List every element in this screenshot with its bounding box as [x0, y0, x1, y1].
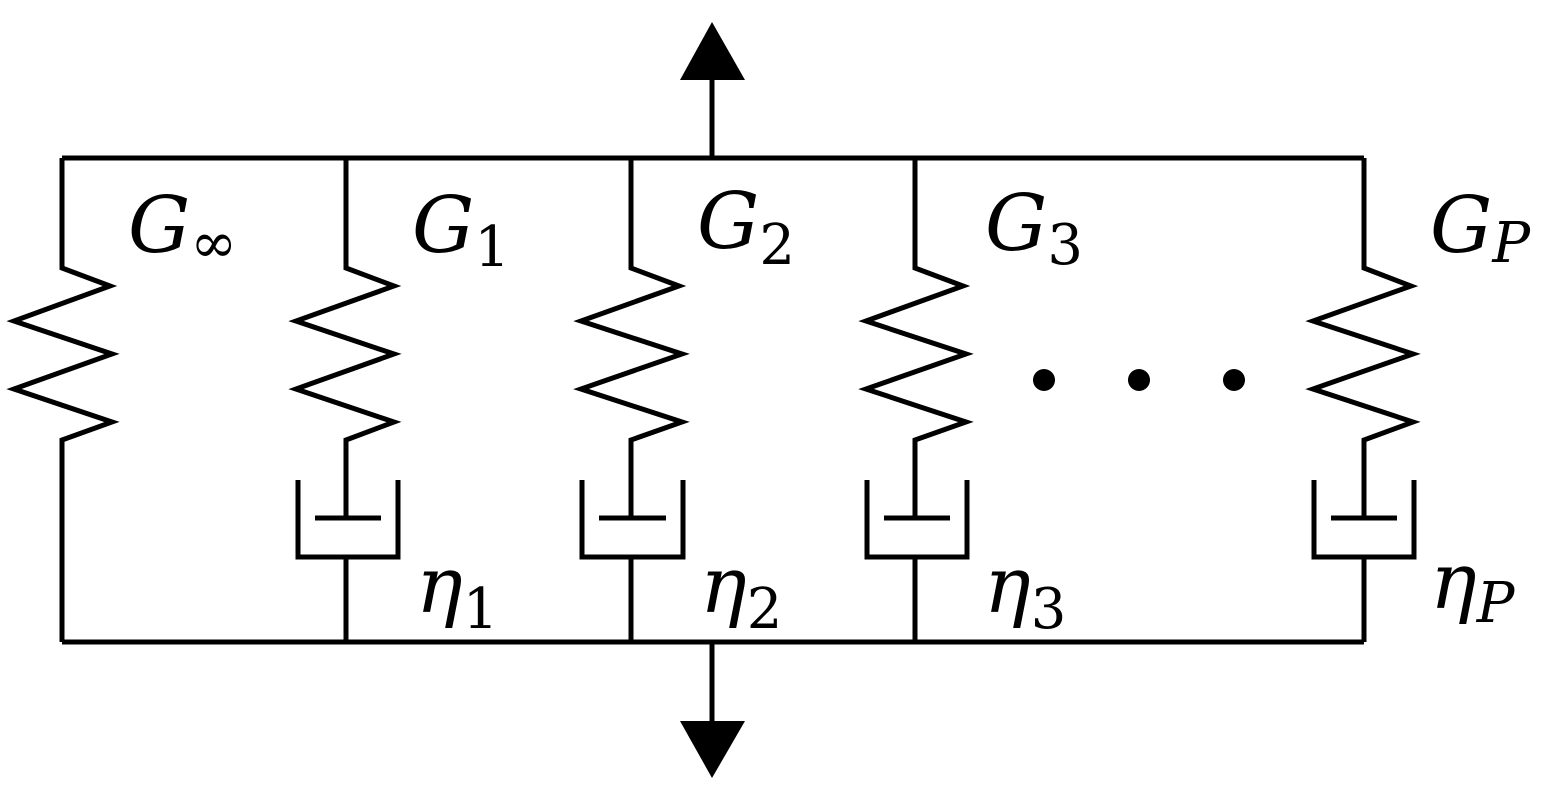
load-arrow-down	[680, 642, 745, 778]
label-g-p: GP	[1430, 181, 1531, 276]
ellipsis-dot	[1223, 369, 1245, 391]
label-eta-2: η2	[700, 541, 782, 642]
arrow-up-icon	[680, 22, 745, 80]
spring-1	[288, 158, 402, 518]
label-eta-3: η3	[984, 541, 1066, 642]
branch-maxwell-3: G3 η3	[858, 158, 1083, 642]
ellipsis-dot	[1033, 369, 1055, 391]
ellipsis-dot	[1128, 369, 1150, 391]
label-g-infinity: G∞	[128, 181, 237, 276]
ellipsis-dots	[1033, 369, 1245, 391]
branch-maxwell-p: GP ηP	[1305, 158, 1531, 642]
branch-maxwell-2: G2 η2	[573, 158, 795, 642]
label-g-3: G3	[985, 179, 1083, 278]
label-eta-p: ηP	[1430, 537, 1516, 636]
label-g-2: G2	[697, 177, 795, 278]
branch-maxwell-1: G1 η1	[288, 158, 510, 642]
spring-3	[858, 158, 974, 518]
spring-equilibrium	[6, 158, 120, 642]
branch-equilibrium: G∞	[6, 158, 237, 642]
spring-p	[1305, 158, 1421, 518]
load-arrow-up	[680, 22, 745, 158]
arrow-down-icon	[680, 721, 745, 778]
spring-2	[573, 158, 690, 518]
label-g-1: G1	[412, 181, 510, 280]
label-eta-1: η1	[416, 541, 498, 642]
